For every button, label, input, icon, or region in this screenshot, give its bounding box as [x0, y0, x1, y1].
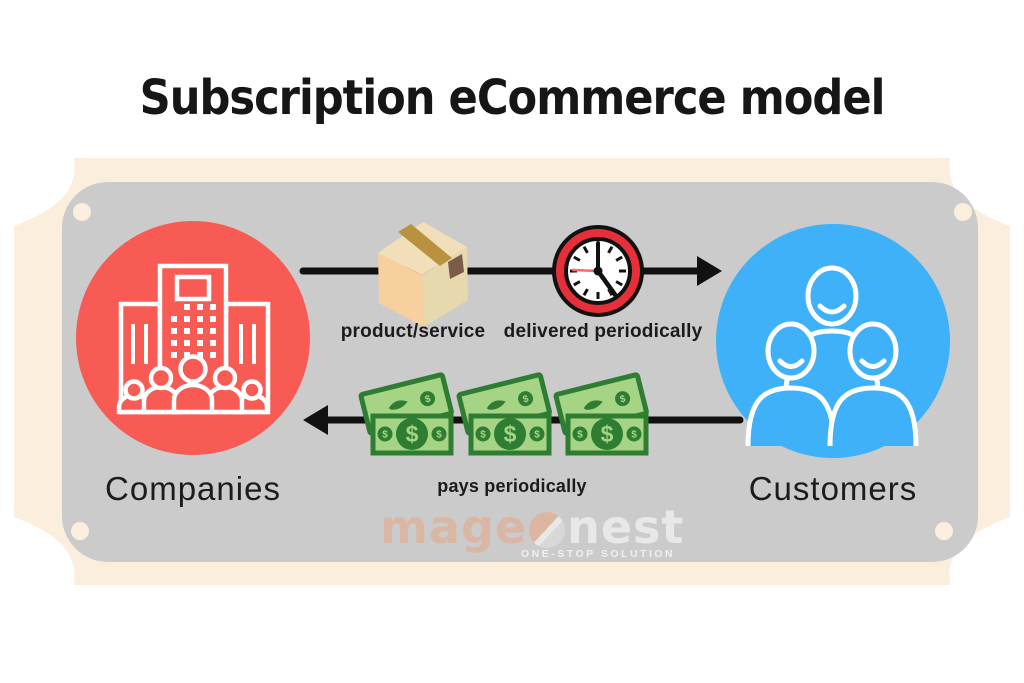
- svg-text:$: $: [631, 430, 637, 441]
- watermark-e-logo-icon: [529, 512, 566, 548]
- screw-hole: [954, 203, 972, 221]
- svg-text:$: $: [534, 430, 540, 441]
- svg-text:$: $: [601, 421, 614, 447]
- svg-text:$: $: [504, 421, 517, 447]
- customers-people-icon: [745, 265, 919, 447]
- companies-label: Companies: [105, 470, 281, 507]
- svg-text:$: $: [382, 430, 388, 441]
- screw-hole: [73, 203, 91, 221]
- screw-hole: [935, 522, 953, 540]
- clock-icon: [552, 225, 644, 317]
- money-bill-icon: $ $ $ $: [456, 372, 552, 456]
- screw-holes: [71, 203, 972, 540]
- pays-periodically-label: pays periodically: [437, 476, 587, 496]
- money-bill-icon: $ $ $ $: [553, 372, 649, 456]
- crowd-icon: [116, 354, 270, 415]
- product-service-label: product/service: [340, 321, 486, 342]
- screw-hole: [71, 522, 89, 540]
- svg-text:$: $: [619, 394, 627, 406]
- customers-label: Customers: [748, 470, 918, 507]
- delivered-periodically-label: delivered periodically: [503, 321, 703, 342]
- window-grid: [171, 304, 216, 358]
- svg-text:$: $: [406, 421, 419, 447]
- watermark-brand-left: mage: [380, 500, 528, 554]
- money-bills-row: $ $ $ $ $ $: [358, 372, 649, 456]
- svg-text:$: $: [522, 394, 530, 406]
- package-box-icon: [378, 222, 468, 327]
- svg-text:$: $: [436, 430, 442, 441]
- watermark-tagline: ONE-STOP SOLUTION: [521, 548, 676, 560]
- watermark-logo: mage nest: [380, 500, 684, 554]
- watermark-brand-right: nest: [567, 500, 685, 554]
- svg-text:$: $: [480, 430, 486, 441]
- wing-windows: [131, 324, 256, 364]
- page-title: Subscription eCommerce model: [139, 70, 886, 126]
- money-bill-icon: $ $ $ $: [358, 372, 454, 456]
- svg-text:$: $: [577, 430, 583, 441]
- svg-text:$: $: [424, 394, 432, 406]
